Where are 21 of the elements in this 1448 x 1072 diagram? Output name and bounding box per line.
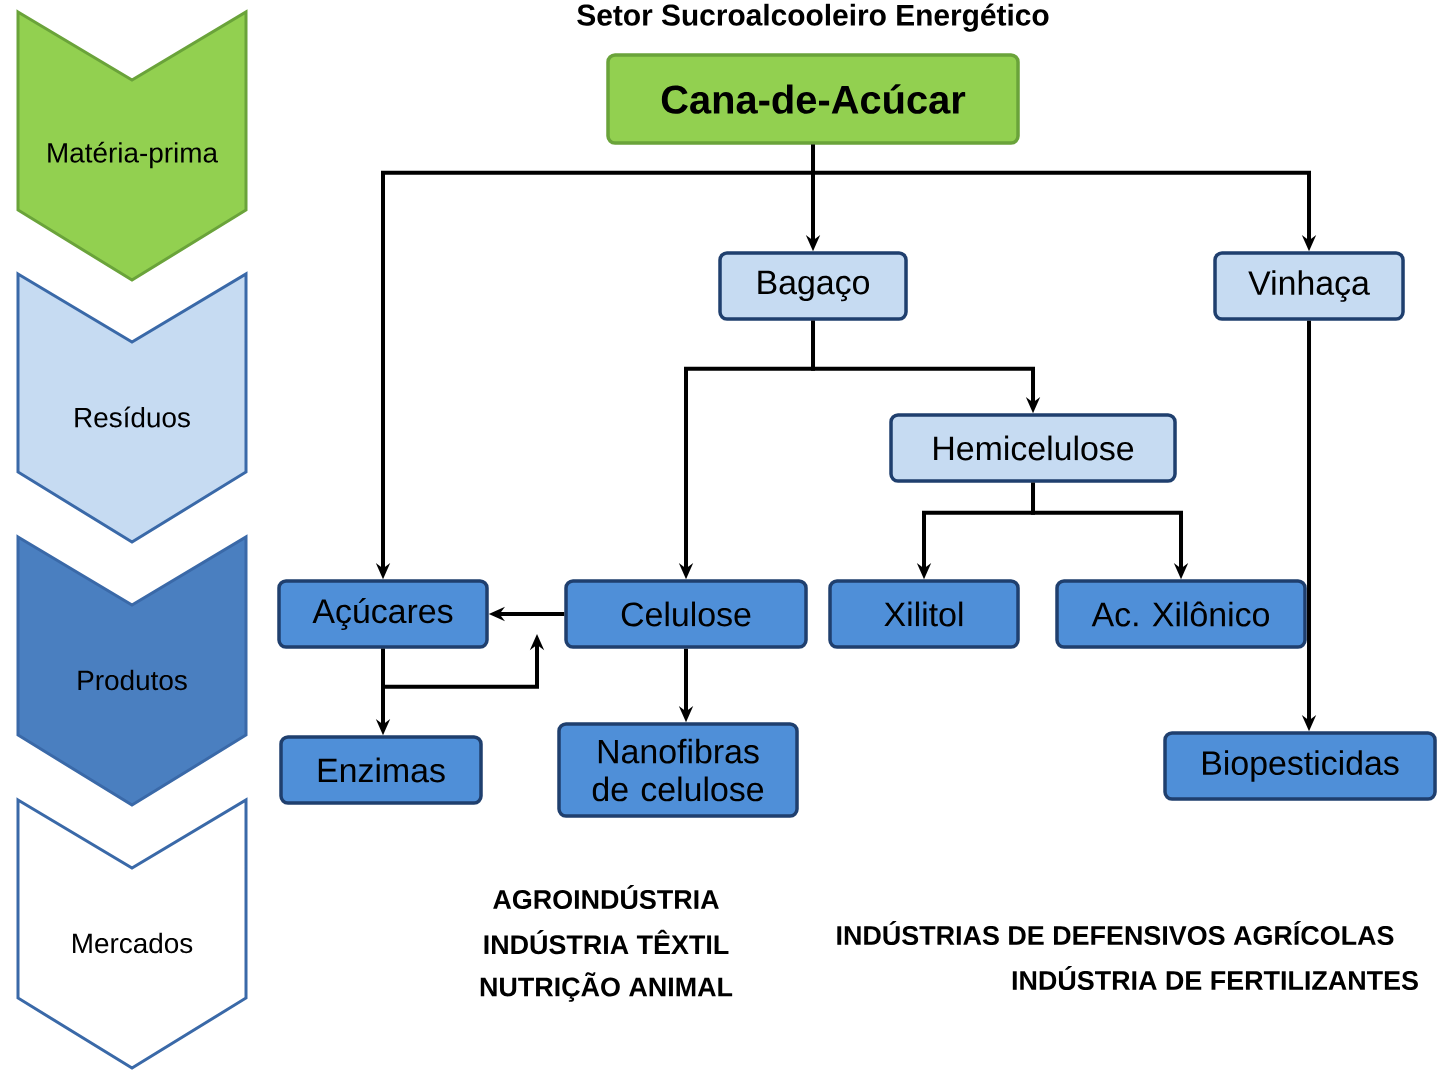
stage-band: Produtos (16, 534, 248, 807)
process-box: Açúcares (277, 579, 489, 649)
process-box: Enzimas (279, 735, 483, 805)
process-box: Xilitol (828, 579, 1020, 649)
market-label: INDÚSTRIAS DE DEFENSIVOS AGRÍCOLAS (837, 920, 1394, 946)
process-box: Celulose (564, 579, 808, 649)
market-label: INDÚSTRIA TÊXTIL (484, 929, 729, 955)
process-box: Ac. Xilônico (1055, 579, 1307, 649)
title: Setor Sucroalcooleiro Energético (577, 3, 1049, 32)
market-label: NUTRIÇÃO ANIMAL (480, 972, 733, 1002)
market-label: AGROINDÚSTRIA (493, 884, 719, 910)
market-label: INDÚSTRIA DE FERTILIZANTES (1012, 965, 1418, 991)
process-box: Cana-de-Acúcar (606, 53, 1020, 145)
process-box: Hemicelulose (889, 413, 1177, 483)
stage-band: Matéria-prima (16, 9, 248, 282)
process-box: Bagaço (718, 251, 908, 321)
process-box: Nanofibras de celulose (557, 722, 799, 818)
stage-band: Resíduos (16, 271, 248, 544)
stage-band: Mercados (16, 797, 248, 1070)
process-box: Biopesticidas (1163, 731, 1437, 801)
process-box: Vinhaça (1213, 251, 1405, 321)
